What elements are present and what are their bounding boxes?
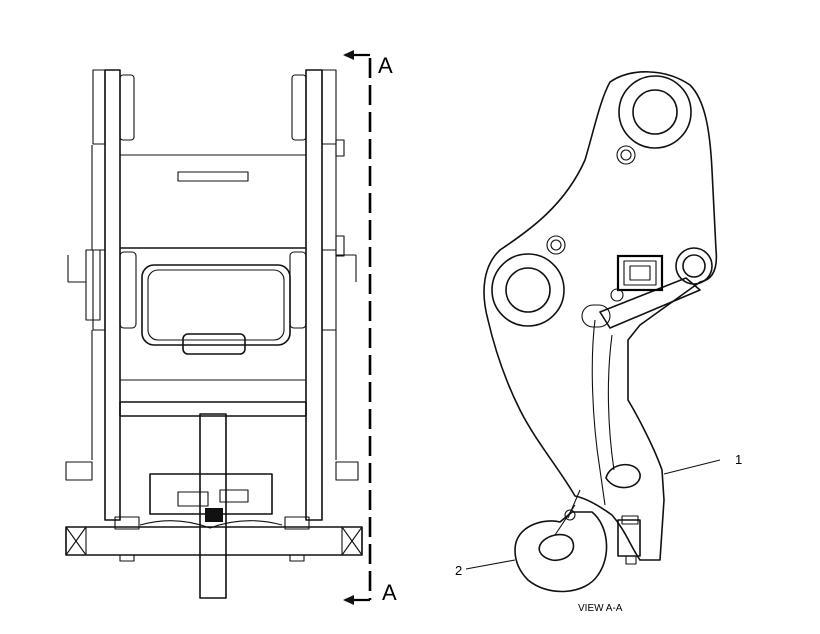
front-view-assembly bbox=[65, 69, 363, 599]
callout-1: 1 bbox=[735, 452, 742, 467]
front-pin-boss bbox=[491, 253, 565, 327]
locking-mechanism bbox=[149, 413, 273, 599]
leader-2 bbox=[465, 559, 516, 570]
latch-block bbox=[617, 515, 641, 565]
section-label-bottom: A bbox=[382, 580, 397, 605]
section-line bbox=[343, 50, 372, 605]
right-side-plate bbox=[289, 69, 357, 521]
base-plate bbox=[65, 516, 363, 562]
callout-2: 2 bbox=[455, 563, 462, 578]
side-view-assembly bbox=[465, 71, 721, 593]
hook-lever bbox=[514, 489, 608, 593]
bolt-upper bbox=[616, 145, 636, 165]
cross-member bbox=[119, 247, 307, 381]
leader-1 bbox=[663, 459, 721, 475]
top-pin-boss bbox=[618, 75, 692, 149]
coupler-body-outline bbox=[483, 71, 718, 561]
lock-window bbox=[605, 463, 641, 489]
bolt-middle bbox=[546, 235, 566, 255]
section-label-top: A bbox=[378, 53, 393, 78]
top-slot bbox=[177, 171, 249, 182]
lower-plate bbox=[119, 401, 307, 417]
view-caption: VIEW A-A bbox=[578, 603, 623, 614]
pivot-boss bbox=[675, 247, 713, 285]
slot bbox=[581, 304, 611, 328]
label-plate bbox=[610, 254, 664, 302]
left-side-plate bbox=[67, 69, 137, 521]
